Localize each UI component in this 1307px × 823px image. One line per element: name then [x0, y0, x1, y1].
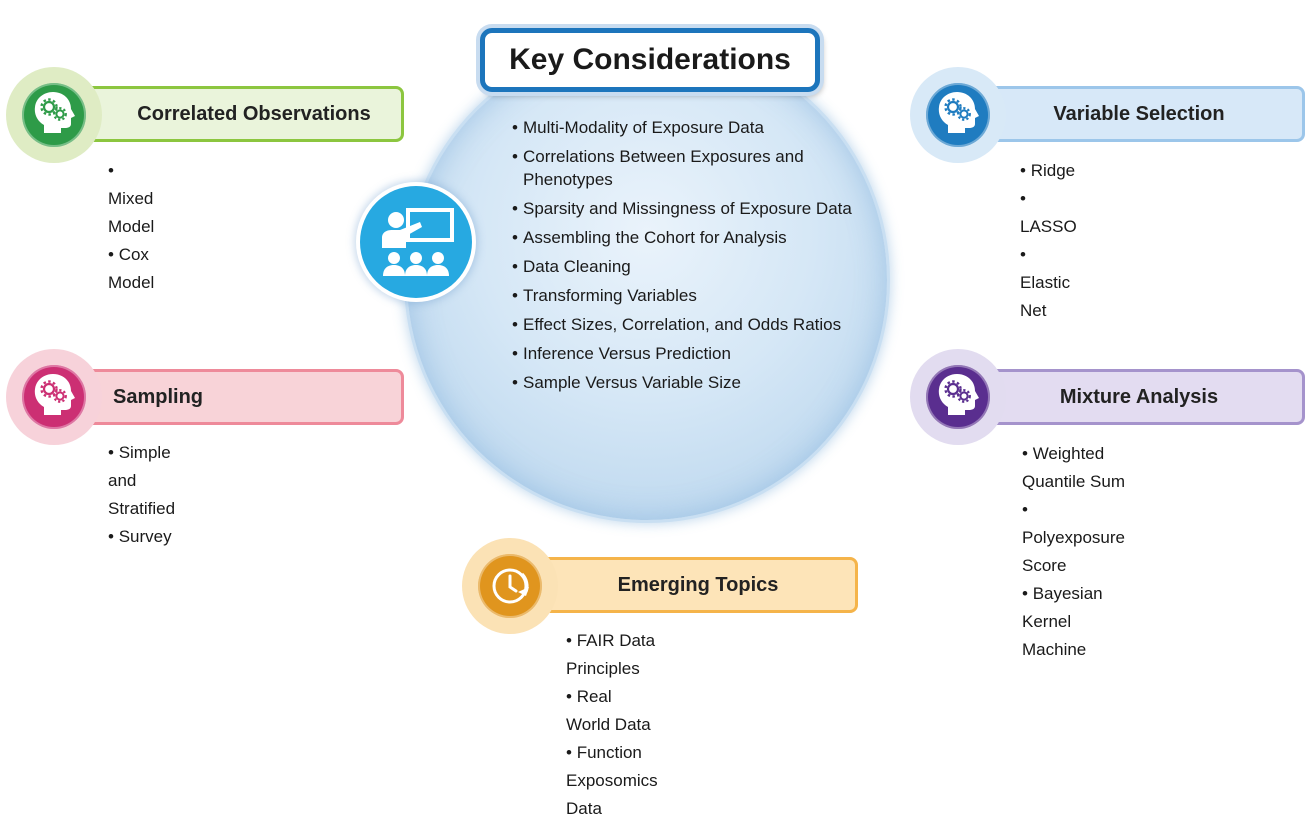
list-item: Real World Data [566, 683, 658, 739]
head-gears-icon [926, 83, 990, 147]
key-considerations-title: Key Considerations [480, 28, 820, 92]
list-item: Bayesian Kernel Machine [1022, 580, 1125, 664]
sampling-badge [6, 349, 102, 445]
emerging-topics-badge [462, 538, 558, 634]
list-item: Effect Sizes, Correlation, and Odds Rati… [512, 313, 872, 336]
list-item: Function Exposomics Data [566, 739, 658, 823]
list-item: Simple and Stratified [108, 439, 175, 523]
sampling-title: Sampling [48, 369, 404, 425]
mixture-analysis-list: Weighted Quantile Sum Polyexposure Score… [1022, 440, 1125, 664]
list-item: Mixed Model [108, 157, 154, 241]
list-item: Multi-Modality of Exposure Data [512, 116, 872, 139]
correlated-observations-title: Correlated Observations [48, 86, 404, 142]
list-item: LASSO [1020, 185, 1077, 241]
list-item: Sample Versus Variable Size [512, 371, 872, 394]
list-item: Data Cleaning [512, 255, 872, 278]
sampling-list: Simple and Stratified Survey [108, 439, 175, 551]
list-item: Polyexposure Score [1022, 496, 1125, 580]
head-gears-icon [22, 83, 86, 147]
variable-selection-list: Ridge LASSO Elastic Net [1020, 157, 1077, 325]
list-item: Assembling the Cohort for Analysis [512, 226, 872, 249]
clock-refresh-icon [478, 554, 542, 618]
list-item: Weighted Quantile Sum [1022, 440, 1125, 496]
correlated-observations-list: Mixed Model Cox Model [108, 157, 154, 297]
list-item: Transforming Variables [512, 284, 872, 307]
correlated-observations-badge [6, 67, 102, 163]
variable-selection-title: Variable Selection [953, 86, 1305, 142]
teacher-presentation-icon [360, 186, 472, 298]
list-item: FAIR Data Principles [566, 627, 658, 683]
variable-selection-badge [910, 67, 1006, 163]
list-item: Ridge [1020, 157, 1077, 185]
emerging-topics-title: Emerging Topics [508, 557, 858, 613]
list-item: Cox Model [108, 241, 154, 297]
key-considerations-list: Multi-Modality of Exposure Data Correlat… [512, 116, 872, 400]
list-item: Inference Versus Prediction [512, 342, 872, 365]
mixture-analysis-badge [910, 349, 1006, 445]
head-gears-icon [926, 365, 990, 429]
mixture-analysis-title: Mixture Analysis [953, 369, 1305, 425]
list-item: Elastic Net [1020, 241, 1077, 325]
list-item: Correlations Between Exposures and Pheno… [512, 145, 872, 191]
head-gears-icon [22, 365, 86, 429]
list-item: Sparsity and Missingness of Exposure Dat… [512, 197, 872, 220]
emerging-topics-list: FAIR Data Principles Real World Data Fun… [566, 627, 658, 823]
list-item: Survey [108, 523, 175, 551]
